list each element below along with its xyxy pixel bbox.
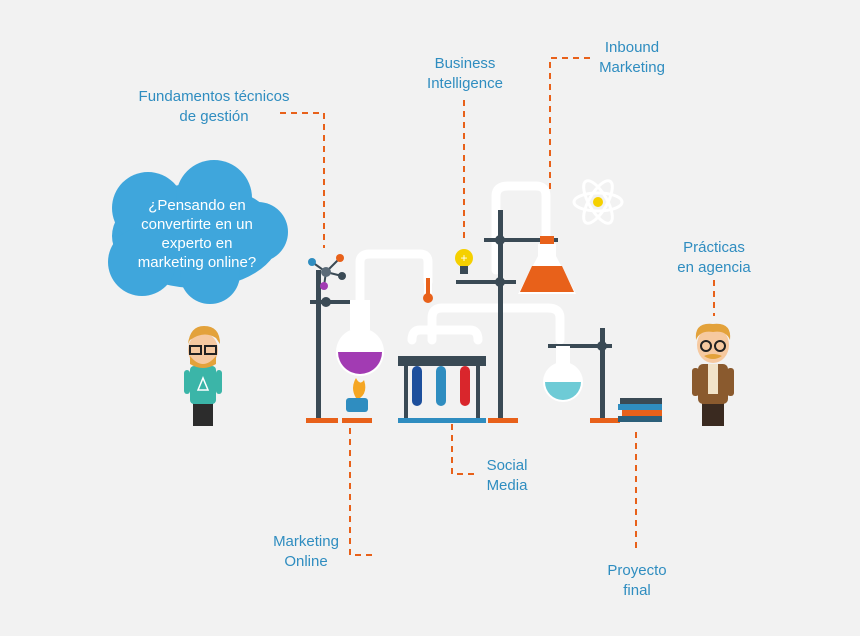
flame-icon <box>342 378 372 423</box>
label-proyecto-final: Proyecto final <box>607 562 667 599</box>
label-inbound-marketing: Inbound Marketing <box>599 39 665 76</box>
purple-flask <box>336 300 384 376</box>
stand-middle <box>456 210 558 423</box>
label-marketing-online: Marketing Online <box>273 533 339 570</box>
stand-right <box>548 328 620 423</box>
young-man-character <box>184 326 222 426</box>
molecule-icon <box>308 254 346 290</box>
orange-flask <box>518 244 576 294</box>
svg-text:+: + <box>460 251 467 265</box>
connector-marketing-online <box>349 428 376 556</box>
label-fundamentos: Fundamentos técnicos de gestión <box>138 88 290 125</box>
books-icon <box>618 398 662 422</box>
connector-social <box>451 424 478 475</box>
cloud-question: ¿Pensando en convertirte en un experto e… <box>137 197 257 271</box>
connector-lines <box>280 57 715 556</box>
thought-cloud <box>108 160 288 304</box>
label-practicas: Prácticas en agencia <box>677 239 751 276</box>
test-tube-rack <box>398 356 486 423</box>
lightbulb-icon: + <box>455 249 473 274</box>
old-man-character <box>692 323 734 426</box>
glass-tubes <box>355 181 565 345</box>
teal-flask <box>543 346 583 402</box>
stand-left <box>306 270 370 423</box>
thermometer-icon <box>423 268 433 303</box>
label-business-intelligence: Business Intelligence <box>427 55 503 92</box>
atom-icon <box>572 179 624 225</box>
connector-inbound <box>549 57 590 190</box>
connector-fundamentos <box>280 112 325 248</box>
label-social-media: Social Media <box>486 457 528 494</box>
